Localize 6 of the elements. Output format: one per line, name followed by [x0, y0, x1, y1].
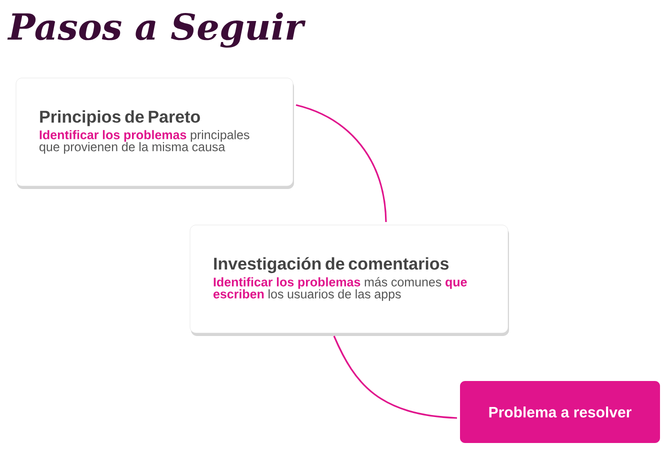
curved-connector: [333, 336, 458, 419]
curved-connector: [296, 104, 387, 222]
card: Investigación de comentarios Identificar los problemas más comunes que escriben los usuarios de las apps: [190, 224, 509, 336]
action-button: Problema a resolver: [460, 381, 660, 443]
title: Pasos a Seguir: [7, 12, 306, 48]
card: Principios de Pareto Identificar los problemas principales que provienen de la misma causa: [16, 78, 294, 189]
